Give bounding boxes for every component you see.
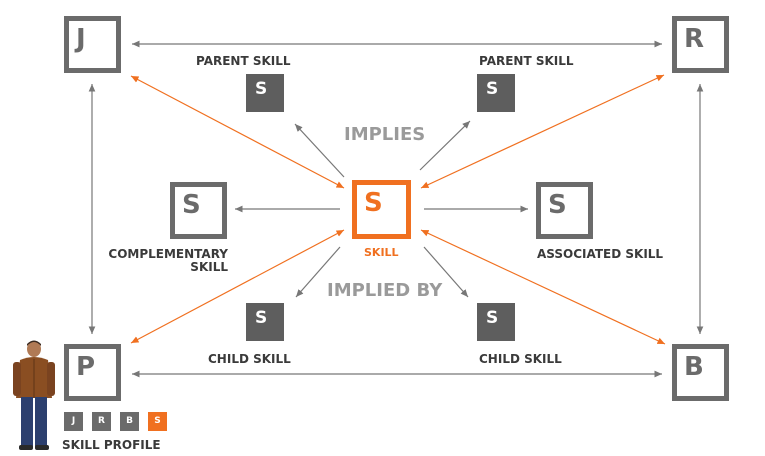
person-box: P — [64, 344, 121, 401]
profile-chip-s: S — [148, 412, 167, 431]
to-parent-left-arrow — [294, 123, 345, 178]
skill-label: SKILL — [364, 246, 399, 259]
skill-box: S — [352, 180, 411, 239]
implied-by-label: IMPLIED BY — [327, 280, 443, 301]
associated-label: ASSOCIATED SKILL — [537, 247, 664, 261]
child-right-letter: S — [486, 308, 499, 328]
role-box: R — [672, 16, 729, 73]
b-box: B — [672, 344, 729, 401]
b-letter: B — [684, 352, 704, 382]
p-skill-link — [130, 229, 345, 344]
complementary-label-line2: SKILL — [190, 260, 228, 274]
to-parent-right-arrow — [419, 120, 471, 171]
child-skill-right-label: CHILD SKILL — [479, 352, 562, 366]
complementary-label-line1: COMPLEMENTARY — [108, 247, 228, 261]
child-skill-left-box: S — [246, 303, 284, 341]
role-letter: R — [684, 24, 705, 54]
skill-letter: S — [364, 188, 383, 218]
profile-chip-r: R — [92, 412, 111, 431]
parent-right-letter: S — [486, 79, 499, 99]
profile-chip-j: J — [64, 412, 83, 431]
parent-skill-right-box: S — [477, 74, 515, 112]
associated-skill-box: S — [536, 182, 593, 239]
person-letter: P — [76, 352, 96, 382]
complementary-letter: S — [182, 190, 201, 220]
child-skill-right-box: S — [477, 303, 515, 341]
parent-skill-left-label: PARENT SKILL — [196, 54, 291, 68]
skill-profile-label: SKILL PROFILE — [62, 438, 161, 452]
implies-label: IMPLIES — [344, 124, 426, 145]
person-figure-icon — [13, 340, 55, 450]
complementary-skill-box: S — [170, 182, 227, 239]
r-skill-link — [420, 74, 665, 189]
job-letter: J — [76, 24, 86, 54]
to-child-right-arrow — [423, 246, 469, 298]
job-box: J — [64, 16, 121, 73]
associated-letter: S — [548, 190, 567, 220]
parent-skill-left-box: S — [246, 74, 284, 112]
parent-left-letter: S — [255, 79, 268, 99]
child-skill-left-label: CHILD SKILL — [208, 352, 291, 366]
b-skill-link — [420, 229, 666, 345]
j-skill-link — [130, 75, 345, 189]
child-left-letter: S — [255, 308, 268, 328]
to-child-left-arrow — [295, 246, 341, 298]
parent-skill-right-label: PARENT SKILL — [479, 54, 574, 68]
profile-chip-b: B — [120, 412, 139, 431]
